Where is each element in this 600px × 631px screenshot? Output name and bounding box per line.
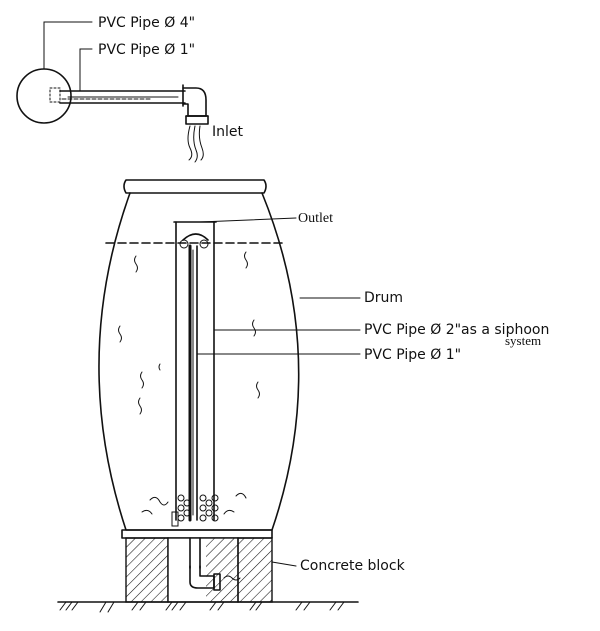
concrete-block-center-hatch xyxy=(206,538,238,602)
drum xyxy=(98,179,300,539)
drum-base-plate xyxy=(121,529,273,539)
label-outlet: Outlet xyxy=(298,211,333,226)
label-concrete-block: Concrete block xyxy=(300,558,406,574)
inlet-assembly xyxy=(16,21,209,163)
pvc-elbow xyxy=(182,84,209,125)
pvc-pipe-1in-horizontal xyxy=(59,90,186,104)
pvc-pipe-4in-circle xyxy=(16,68,72,124)
leader-outlet xyxy=(199,217,297,223)
inner-pipe-1in xyxy=(188,244,198,522)
label-pvc-pipe-1in-top: PVC Pipe Ø 1" xyxy=(98,42,195,58)
label-inlet: Inlet xyxy=(212,124,244,140)
water-ripples xyxy=(118,251,260,415)
label-pvc-pipe-4in: PVC Pipe Ø 4" xyxy=(98,15,195,31)
ground xyxy=(57,601,359,613)
label-pvc-pipe-1in-inner: PVC Pipe Ø 1" xyxy=(364,347,461,363)
label-drum: Drum xyxy=(364,290,403,306)
gravel-filter xyxy=(141,492,247,527)
label-pvc-pipe-2in: PVC Pipe Ø 2"as a siphoon xyxy=(364,322,549,338)
drum-rim xyxy=(123,179,267,194)
inlet-water-flow xyxy=(187,125,204,163)
leader-pipe-4in xyxy=(43,21,93,70)
siphon-pipe-2in xyxy=(173,221,217,521)
leader-pipe-1in-top xyxy=(79,48,93,92)
leader-concrete-block xyxy=(271,561,297,567)
concrete-block-right xyxy=(237,537,273,603)
concrete-base xyxy=(125,537,297,603)
label-pvc-pipe-2in-system: system xyxy=(505,333,541,348)
concrete-block-left xyxy=(125,537,169,603)
